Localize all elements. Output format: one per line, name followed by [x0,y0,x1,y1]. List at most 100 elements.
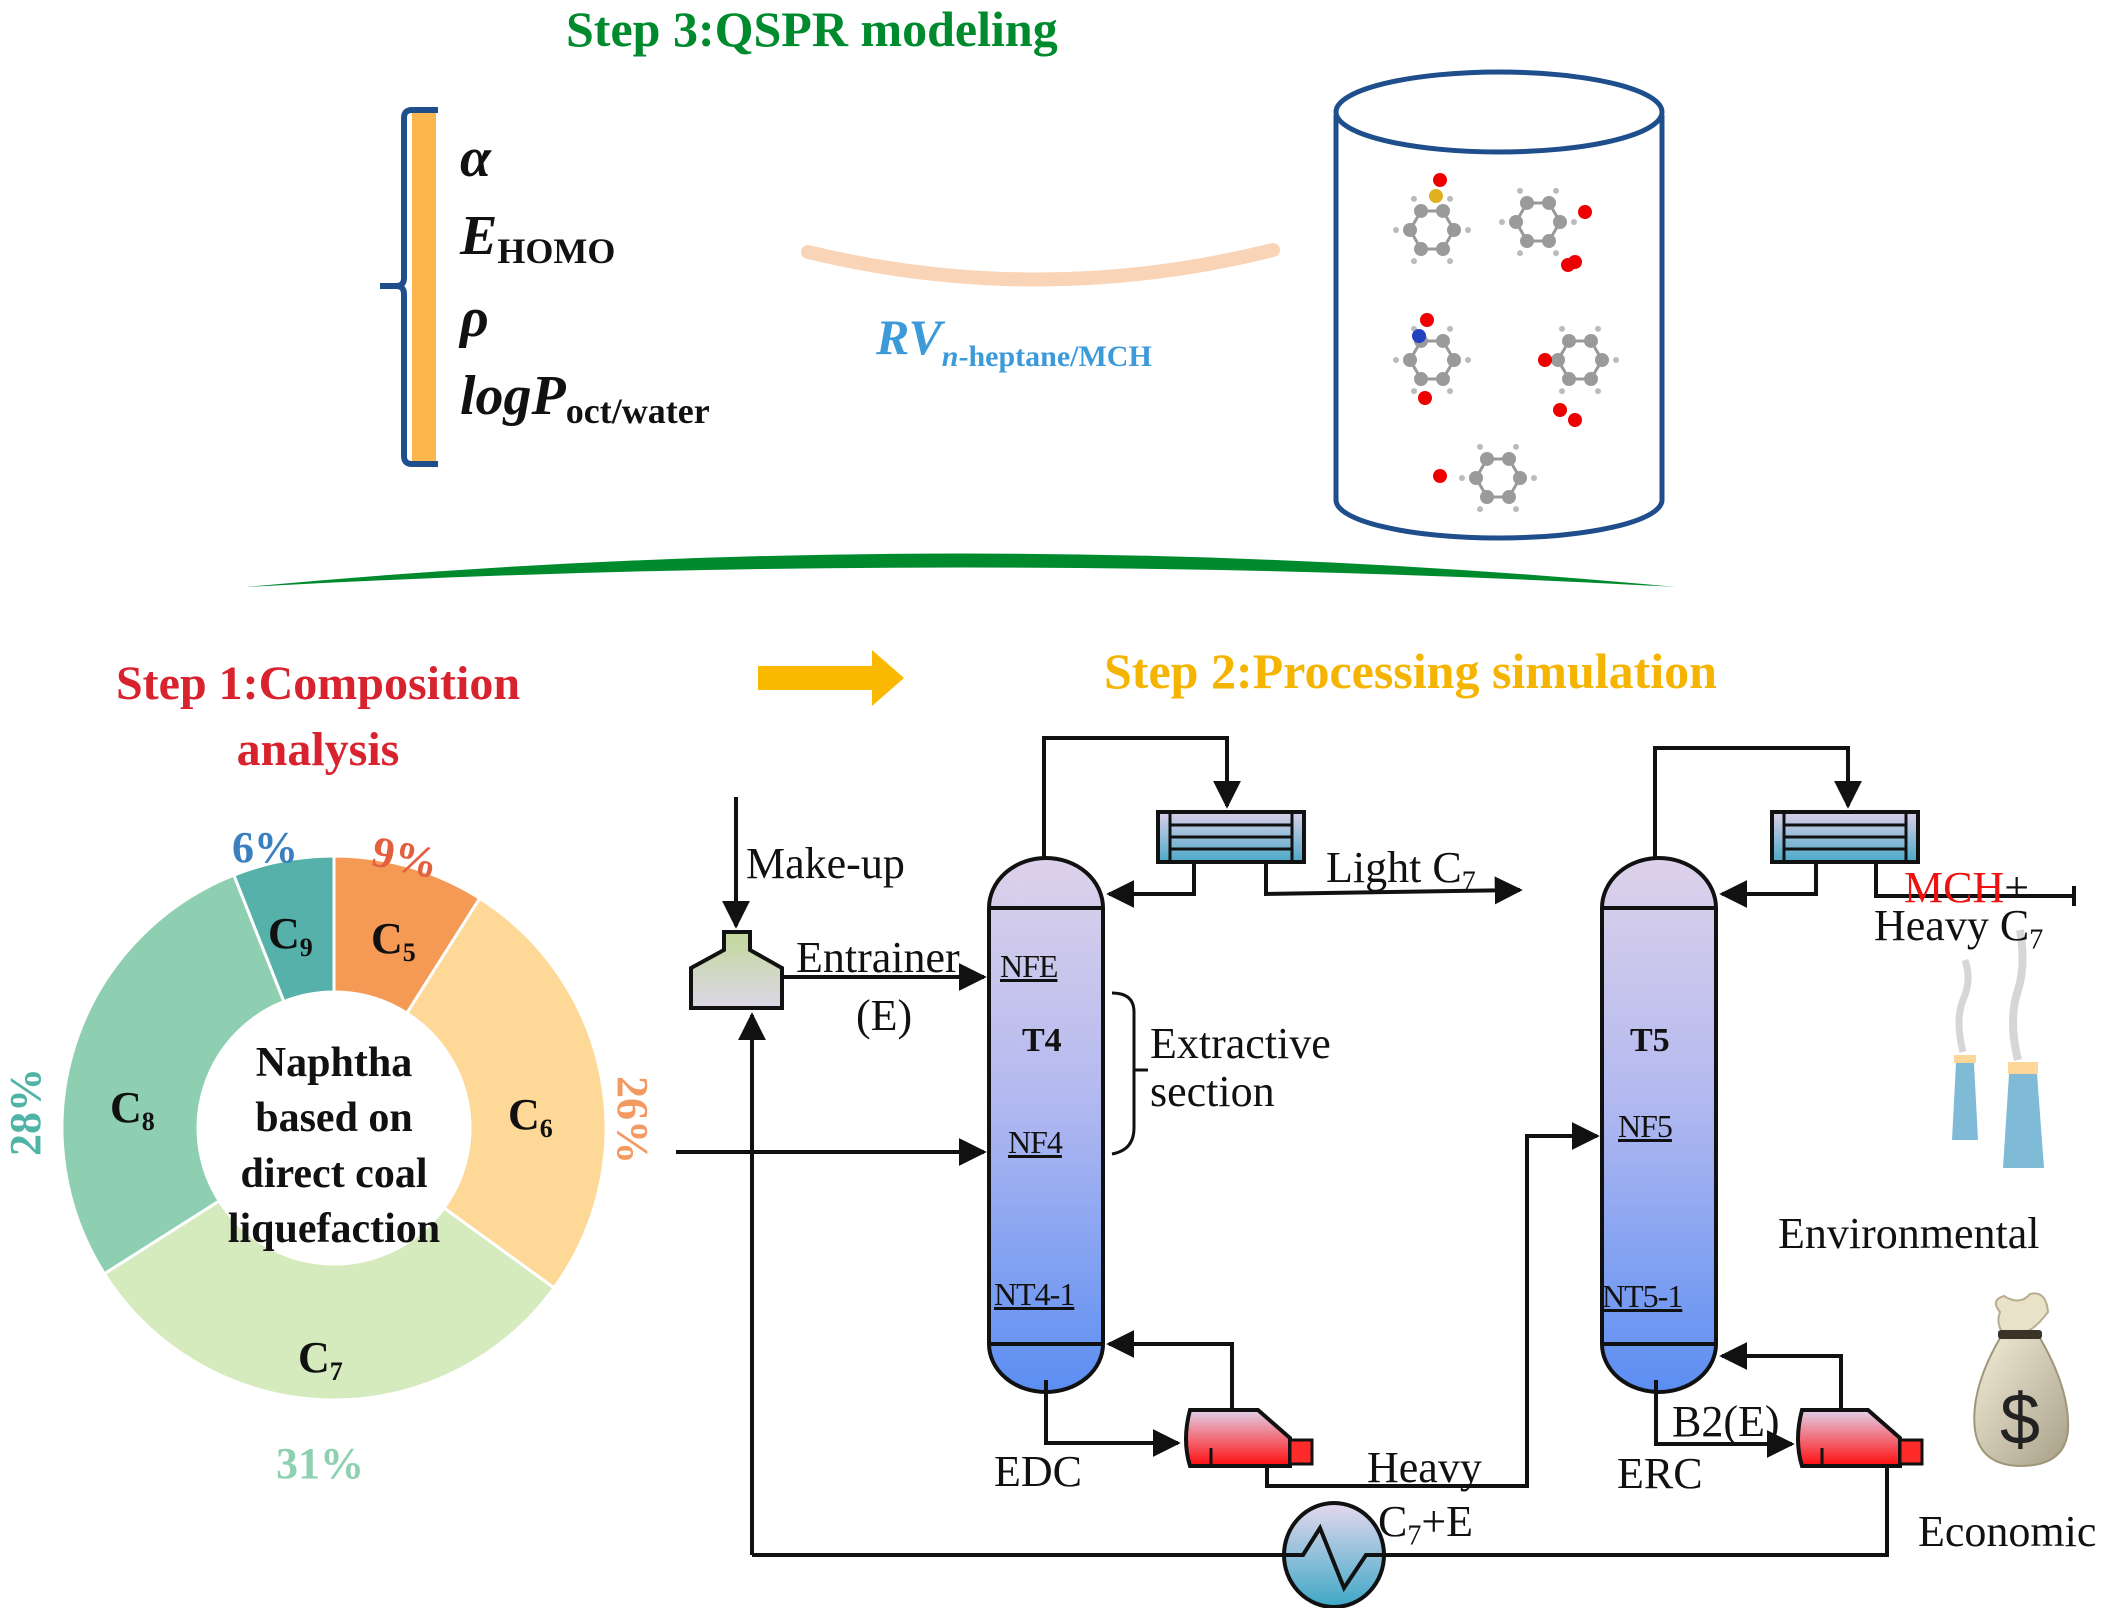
t4-bottoms-line [1044,1380,1181,1457]
descriptor-alpha: α [460,130,491,186]
factory-chimney-icon [1952,929,2044,1168]
rv-sub-rest: -heptane/MCH [958,340,1152,373]
center-line: liquefaction [227,1206,441,1253]
rv-target-label: RVn-heptane/MCH [876,312,1152,372]
condenser-t4-icon [1156,810,1306,864]
light-c7-product-line [1264,862,1523,905]
extractive-line: Extractive [1150,1019,1331,1068]
center-line: based on [255,1095,413,1142]
brace-orange-bar [412,112,436,462]
segment-label-c7: C7 [298,1333,343,1386]
heavy-c7-label: Heavy C7 [1874,901,2044,956]
pct-label-c6: 26% [608,1076,657,1164]
entrainer-tank-icon [689,930,784,1010]
molecule-icon [1433,443,1537,513]
reboiler-erc-icon [1796,1408,1924,1468]
descriptor-symbol: α [460,127,491,189]
step3-title: Step 3:QSPR modeling [566,1,1058,57]
t4-overhead-line [1042,736,1241,860]
descriptor-rho: ρ [460,290,489,346]
extractive-section-bracket [1111,991,1136,1156]
extractive-line: section [1150,1066,1275,1116]
pct-label-c9: 6% [232,823,298,872]
b2e-label: B2(E) [1672,1397,1780,1446]
molecule-icon [1393,173,1471,265]
column-t5-caption: ERC [1617,1449,1703,1498]
descriptor-subscript: HOMO [497,231,616,271]
step1-title-line1: Step 1:Composition [115,657,521,710]
column-t5-label: T5 [1630,1022,1670,1059]
step2-title: Step 2:Processing simulation [1104,643,1717,699]
t4-boilup-line [1106,1330,1234,1410]
rv-sub-italic: n [941,340,959,373]
t5-reflux-line [1719,862,1818,908]
segment-label-c8: C8 [110,1083,155,1136]
extractive-section-label: Extractive section [1150,1020,1331,1115]
environmental-label: Environmental [1778,1209,2040,1258]
descriptor-symbol: ρ [460,287,489,349]
column-t4-caption: EDC [994,1447,1082,1496]
step1-title-line2: analysis [236,723,400,776]
mch-plus-text: + [2004,863,2030,912]
brace-line [380,107,438,467]
donut-slice-c8 [60,873,286,1276]
green-arc-divider [246,553,1676,587]
pct-label-c8: 28% [1,1068,50,1156]
economic-label: Economic [1918,1507,2097,1556]
heat-exchanger-icon [1282,1501,1386,1608]
entrainer-symbol-label: (E) [856,991,913,1040]
molecule-icon [1538,325,1619,427]
stage-nf5: NF5 [1618,1108,1673,1144]
condenser-t5-icon [1770,810,1920,864]
column-t4-label: T4 [1022,1022,1062,1059]
descriptor-symbol: E [460,205,498,267]
heavy-label: Heavy [1367,1443,1482,1492]
rv-main: RV [876,309,942,365]
molecule-database-cylinder-icon [1333,69,1665,541]
dollar-sign-glyph: $ [2000,1380,2040,1460]
t5-bottoms-line [1654,1380,1795,1458]
c7-e-label: C7+E [1378,1497,1474,1552]
mch-product-line [1874,862,2074,898]
molecule-icon [1393,313,1471,405]
composition-donut-chart [60,854,608,1402]
money-bag-icon: $ [1973,1292,2070,1468]
stage-nt4-1: NT4-1 [994,1276,1075,1312]
t5-boilup-line [1719,1342,1843,1410]
stage-nfe: NFE [1000,948,1058,984]
t5-overhead-line [1653,746,1862,860]
process-flowsheet [676,736,2076,1608]
step1-title: Step 1:Composition analysis [68,660,568,774]
descriptor-subscript: oct/water [565,391,710,431]
makeup-label: Make-up [746,839,905,888]
descriptor-symbol: logP [460,365,566,427]
donut-slice-c6 [404,896,608,1290]
stage-nf4: NF4 [1008,1124,1063,1160]
t4-reflux-line [1106,862,1196,908]
donut-slice-c9 [231,854,336,1004]
center-line: Naphtha [255,1040,413,1086]
mch-red-text: MCH [1904,863,2005,912]
segment-label-c9: C9 [268,909,313,962]
recycle-line-bottom-right [1385,1467,1889,1557]
segment-label-c5: C5 [371,914,416,967]
peach-arc-connector [801,243,1280,287]
donut-center-label: Naphtha based on direct coal liquefactio… [184,1036,484,1258]
descriptor-ehomo: EHOMO [460,208,615,269]
heavy-c7-e-line [1265,1122,1600,1488]
molecules-group [1393,173,1619,513]
molecule-icon [1499,187,1592,272]
donut-slice-c7 [102,1198,557,1402]
descriptor-logp: logPoct/water [460,368,710,429]
center-line: direct coal [240,1150,428,1197]
segment-label-c6: C6 [508,1090,553,1143]
descriptor-brace [380,107,438,467]
stage-nt5-1: NT5-1 [1602,1278,1683,1314]
light-c7-label: Light C7 [1326,843,1476,898]
reboiler-edc-icon [1184,1408,1314,1468]
pct-label-c7: 31% [276,1439,364,1488]
step-arrow-icon [758,650,904,706]
mch-label: MCH+ [1904,866,2029,910]
entrainer-label: Entrainer [796,933,960,982]
